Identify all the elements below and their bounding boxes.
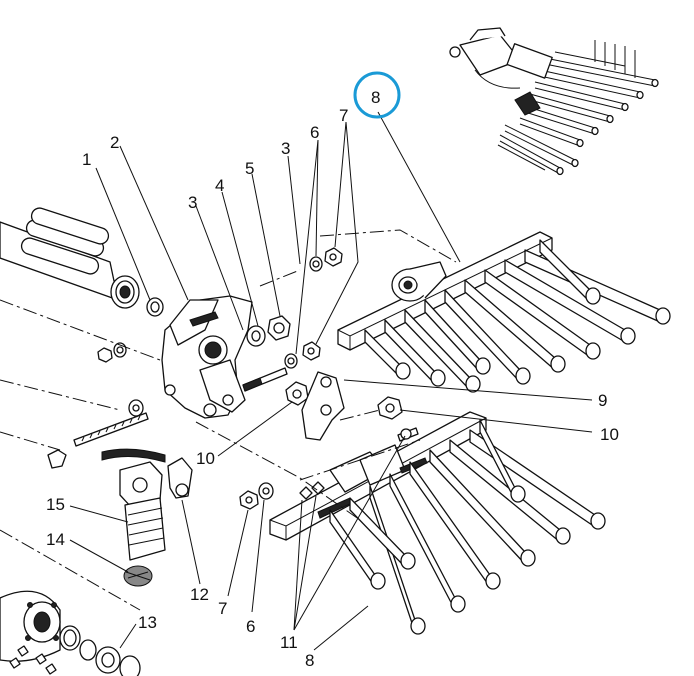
callout-8b: 8 [305, 651, 314, 670]
callout-6b: 6 [246, 617, 255, 636]
callout-10b: 10 [600, 425, 619, 444]
callout-1: 1 [82, 150, 91, 169]
link-part-9 [301, 371, 345, 441]
callout-13: 13 [138, 613, 157, 632]
callout-6a: 6 [310, 123, 319, 142]
callout-4: 4 [215, 176, 224, 195]
callout-12: 12 [190, 585, 209, 604]
finger-comb-upper [337, 231, 671, 393]
callout-3b: 3 [281, 139, 290, 158]
center-lines [0, 229, 457, 611]
callout-2: 2 [110, 133, 119, 152]
fasteners [47, 247, 419, 510]
callout-8-highlighted: 8 [371, 88, 380, 107]
callout-7b: 7 [218, 599, 227, 618]
hose-fitting [101, 448, 193, 587]
callout-9: 9 [598, 391, 607, 410]
callout-7a: 7 [339, 106, 348, 125]
highlight-ring [353, 71, 401, 119]
callout-11: 11 [280, 633, 298, 652]
assembly-thumbnail [449, 27, 659, 176]
callout-15: 15 [46, 495, 65, 514]
leader-lines [69, 111, 593, 651]
callout-5: 5 [245, 159, 254, 178]
bracket-arm [161, 295, 253, 419]
motor-assembly [0, 207, 164, 317]
hub-assembly [0, 590, 141, 676]
callout-3a: 3 [188, 193, 197, 212]
finger-comb-lower [269, 411, 606, 635]
callout-10a: 10 [196, 449, 215, 468]
callout-labels: 1 2 3 3 4 5 6 6 7 7 8 8 9 10 10 11 12 13… [46, 88, 619, 670]
callout-14: 14 [46, 530, 65, 549]
